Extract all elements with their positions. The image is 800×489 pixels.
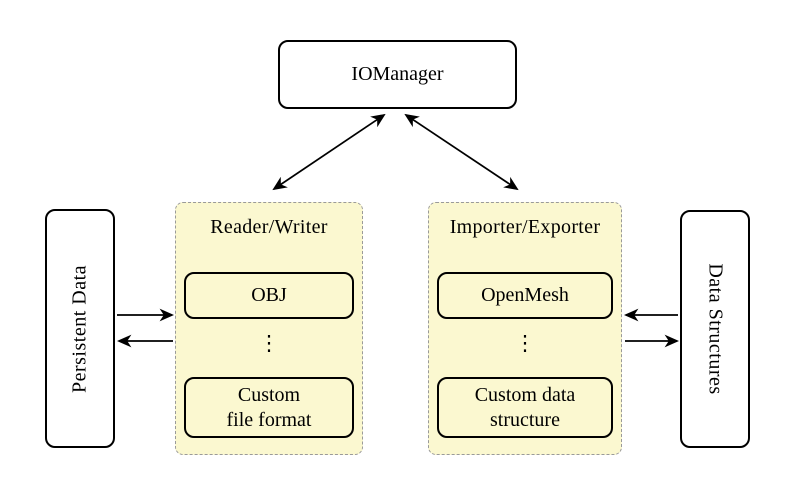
arrow-iomanager-importer-exporter [404,113,519,191]
importer-exporter-panel: Importer/Exporter OpenMesh ⋮ Custom data… [428,202,622,455]
custom-file-format-line1: Custom [237,384,301,407]
persistent-data-node: Persistent Data [45,209,115,448]
iomanager-label: IOManager [351,63,444,85]
custom-data-structure-line1: Custom data [474,384,576,407]
openmesh-node: OpenMesh [437,272,613,319]
data-structures-node: Data Structures [680,210,750,448]
custom-data-structure-line2: structure [490,408,560,431]
iomanager-node: IOManager [278,40,517,109]
openmesh-label: OpenMesh [481,284,569,307]
vertical-ellipsis-icon: ⋮ [258,331,280,355]
reader-writer-title: Reader/Writer [210,216,328,238]
obj-node: OBJ [184,272,354,319]
arrow-iomanager-reader-writer [272,113,386,191]
persistent-data-label: Persistent Data [68,264,91,393]
data-structures-label: Data Structures [704,263,727,395]
reader-writer-panel: Reader/Writer OBJ ⋮ Custom file format [175,202,363,455]
obj-label: OBJ [251,284,287,307]
custom-file-format-node: Custom file format [184,377,354,438]
importer-exporter-title: Importer/Exporter [449,216,601,238]
vertical-ellipsis-icon: ⋮ [514,331,536,355]
custom-file-format-line2: file format [226,408,312,431]
custom-data-structure-node: Custom data structure [437,377,613,438]
